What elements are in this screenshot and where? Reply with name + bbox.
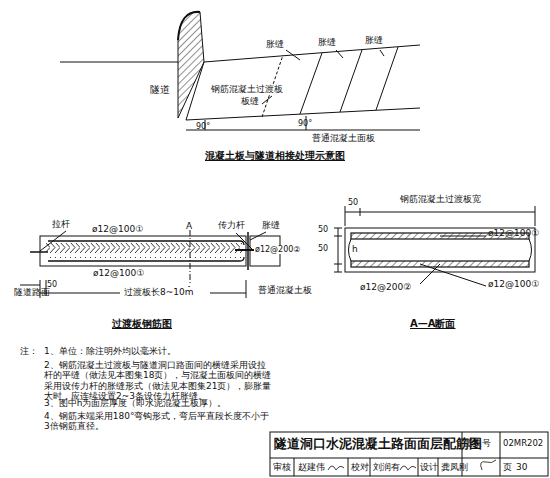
label-text: 龚凤刚 <box>441 462 468 472</box>
drawing-stroke <box>334 228 342 229</box>
drawing-stroke <box>418 458 419 476</box>
label-text: 赵建伟 <box>298 462 325 472</box>
drawing-stroke <box>20 285 40 286</box>
drawing-stroke <box>348 458 349 476</box>
label-text: ø12@100① <box>488 228 539 238</box>
label-text: 50 <box>348 198 358 207</box>
drawing-stroke <box>210 293 246 294</box>
label-text: ø12@200② <box>254 245 302 254</box>
label-text: 2、钢筋混凝土过渡板与隧道洞口路面间的横缝采用设拉杆的平缝（做法见本图集18页）… <box>44 360 272 401</box>
label-text: 校对 <box>351 462 369 472</box>
drawing-stroke <box>294 458 295 476</box>
label-text: 胀缝 <box>365 35 383 45</box>
label-text: 过渡板钢筋图 <box>112 318 172 330</box>
drawing-stroke <box>286 50 300 60</box>
drawing-stroke <box>360 208 361 216</box>
label-text: ø12@100① <box>92 268 145 278</box>
label-text: 30 <box>516 462 527 472</box>
drawing-stroke <box>40 231 66 251</box>
label-text: 4、钢筋末端采用180°弯钩形式，弯后平直段长度不小于3倍钢筋直径。 <box>44 411 272 432</box>
drawing-stroke <box>440 236 486 237</box>
label-text: 胀缝 <box>266 39 284 49</box>
drawing-stroke <box>338 228 339 272</box>
drawing-stroke <box>500 432 501 476</box>
drawing-stroke <box>30 251 48 253</box>
label-text: 过渡板长8~10m <box>123 287 195 297</box>
drawing-stroke <box>40 293 120 294</box>
label-text: 图集号 <box>464 438 491 448</box>
drawing-stroke <box>236 233 252 249</box>
drawing-stroke <box>186 108 420 120</box>
drawing-stroke <box>420 264 440 284</box>
title-text: 隧道洞口水泥混凝土路面面层配筋图 <box>274 437 482 451</box>
drawing-stroke <box>400 466 416 470</box>
drawing-stroke <box>481 460 496 470</box>
label-text: ø12@100① <box>488 279 539 289</box>
drawing-stroke <box>535 206 536 226</box>
label-text: 普通混凝土板 <box>258 285 312 295</box>
label-text: 刘润有 <box>373 462 400 472</box>
drawing-stroke <box>334 272 342 273</box>
label-text: 胀缝 <box>318 37 336 47</box>
label-text: 胀缝 <box>262 220 280 230</box>
label-text: 钢筋混凝土过渡板宽 <box>400 194 481 204</box>
drawing-stroke <box>204 45 420 62</box>
label-text: A—A断面 <box>410 318 455 330</box>
label-text: h <box>352 244 358 254</box>
drawing-stroke <box>334 236 342 237</box>
label-text: 拉杆 <box>52 219 70 229</box>
label-text: 90° <box>298 119 312 128</box>
label-text: 审核 <box>273 462 291 472</box>
drawing-stroke <box>380 50 384 56</box>
drawing-stroke <box>300 53 322 114</box>
label-text: 板缝 <box>240 96 260 106</box>
drawing-stroke <box>376 47 398 110</box>
label-text: 混凝土板与隧道相接处理示意图 <box>205 150 345 162</box>
drawing-stroke <box>190 230 191 284</box>
drawing-stroke <box>186 62 204 120</box>
label-text: 页 <box>503 462 512 472</box>
drawing-stroke <box>370 458 371 476</box>
label-text: 3、图中h为面层厚度（即水泥混凝土板厚）。 <box>44 398 272 408</box>
label-text: ø12@200② <box>360 282 411 292</box>
label-text: 02MR202 <box>503 439 543 449</box>
label-text: ø12@100① <box>92 224 143 234</box>
drawing-stroke <box>345 212 535 213</box>
drawing-stroke <box>250 232 266 240</box>
label-text: 1、单位：除注明外均以毫米计。 <box>44 346 176 356</box>
drawing-stroke <box>270 458 548 459</box>
drawing-stroke <box>60 62 178 63</box>
drawing-stroke <box>328 466 344 470</box>
drawing-stroke <box>345 206 346 226</box>
drawing-stroke <box>178 12 200 40</box>
drawing-stroke <box>340 50 362 112</box>
label-text: 50 <box>318 225 328 234</box>
label-text: 设计 <box>420 462 438 472</box>
label-text: 钢筋混凝土过渡板 <box>210 84 284 94</box>
label-text: 90° <box>196 122 210 131</box>
drawing-stroke <box>334 264 342 265</box>
label-text: A <box>186 221 192 231</box>
drawing-stroke <box>46 243 242 258</box>
drawing-stroke <box>420 264 486 286</box>
drawing-stroke <box>270 432 548 476</box>
drawing-stroke <box>262 96 272 104</box>
drawing-stroke <box>178 12 204 118</box>
drawing-stroke <box>349 239 532 261</box>
drawing-stroke <box>40 236 246 266</box>
drawing-stroke <box>186 130 420 131</box>
label-text: 注： <box>20 346 38 356</box>
label-text: 隧道路面 <box>14 287 50 297</box>
label-text: 隧道 <box>150 84 170 96</box>
label-text: 传力杆 <box>218 220 245 230</box>
drawing-stroke <box>48 241 244 261</box>
label-text: 普通混凝土面板 <box>312 133 375 143</box>
label-text: 50 <box>318 244 328 253</box>
drawing-stroke <box>246 280 247 298</box>
drawing-stroke <box>336 50 343 58</box>
drawing-stroke <box>20 12 548 476</box>
